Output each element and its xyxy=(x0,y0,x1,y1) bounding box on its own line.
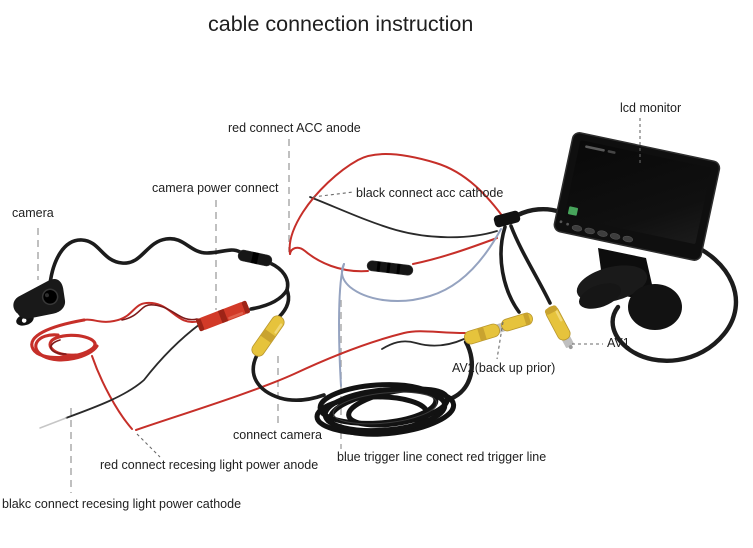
diagram-title: cable connection instruction xyxy=(208,12,474,36)
leader-black-acc-cathode xyxy=(312,191,354,198)
leader-lines-dark xyxy=(136,118,641,458)
cable-after-joint xyxy=(268,261,290,292)
inline-joint-b xyxy=(366,260,414,276)
red-power-connector xyxy=(196,300,250,332)
label-red-acc-anode: red connect ACC anode xyxy=(228,121,361,135)
red-twist-overlay xyxy=(121,304,198,321)
black-recessing-wire-tip xyxy=(39,417,67,429)
coil-to-av2 xyxy=(447,339,475,402)
label-blue-trigger: blue trigger line conect red trigger lin… xyxy=(337,450,547,464)
inline-joint-a xyxy=(237,249,273,267)
camera-cable xyxy=(48,236,242,286)
rca-joint-connect-camera xyxy=(251,315,285,357)
monitor-sticker xyxy=(567,206,579,216)
junction-to-av1 xyxy=(509,224,552,305)
label-av2: AV2(back up prior) xyxy=(452,361,556,375)
cable-junction xyxy=(493,210,521,228)
junction-to-av2 xyxy=(499,225,521,314)
stub-to-red-connector xyxy=(249,288,289,311)
camera-device xyxy=(13,279,66,326)
black-cables xyxy=(48,206,739,402)
label-camera: camera xyxy=(12,206,54,220)
monitor-stand xyxy=(576,248,682,330)
label-av1: AV1 xyxy=(607,336,630,350)
red-wire-bundle xyxy=(30,318,99,362)
label-black-acc-cathode: black connect acc cathode xyxy=(356,186,504,200)
blue-trigger-wire xyxy=(341,228,502,302)
red-acc-anode-wire xyxy=(288,153,507,255)
label-red-recessing-anode: red connect recesing light power anode xyxy=(100,458,319,472)
monitor-bezel-marking xyxy=(585,145,605,152)
label-lcd-monitor: lcd monitor xyxy=(620,101,682,115)
red-bundle-drop-wire xyxy=(91,355,133,430)
monitor-to-junction xyxy=(515,206,563,218)
black-recessing-wire xyxy=(65,323,201,419)
red-wire-from-joint xyxy=(289,246,369,273)
red-wire-to-joint xyxy=(412,237,498,265)
black-acc-cathode-wire xyxy=(309,196,498,239)
leader-av2 xyxy=(496,321,504,360)
thin-wires xyxy=(30,153,507,431)
stub-to-yellow-joint xyxy=(277,288,291,319)
cable-coil xyxy=(314,382,457,437)
monitor-cable-loop xyxy=(610,239,739,363)
red-recessing-wire xyxy=(135,330,466,431)
rca-pair-av2 xyxy=(463,312,533,345)
label-black-recessing-cathode: blakc connect recesing light power catho… xyxy=(2,497,242,511)
label-camera-power-connect: camera power connect xyxy=(152,181,279,195)
blue-trigger-wire-end xyxy=(338,263,345,387)
monitor-buttons xyxy=(559,220,634,243)
av2-thin-black-wire xyxy=(381,338,465,350)
label-connect-camera: connect camera xyxy=(233,428,322,442)
yellow-joint-to-coil xyxy=(251,353,326,402)
lcd-monitor xyxy=(553,132,721,261)
monitor-screen xyxy=(564,140,712,244)
rca-connector-av1 xyxy=(544,305,574,350)
leader-red-recessing xyxy=(136,433,161,458)
red-twist-wire xyxy=(83,301,200,324)
